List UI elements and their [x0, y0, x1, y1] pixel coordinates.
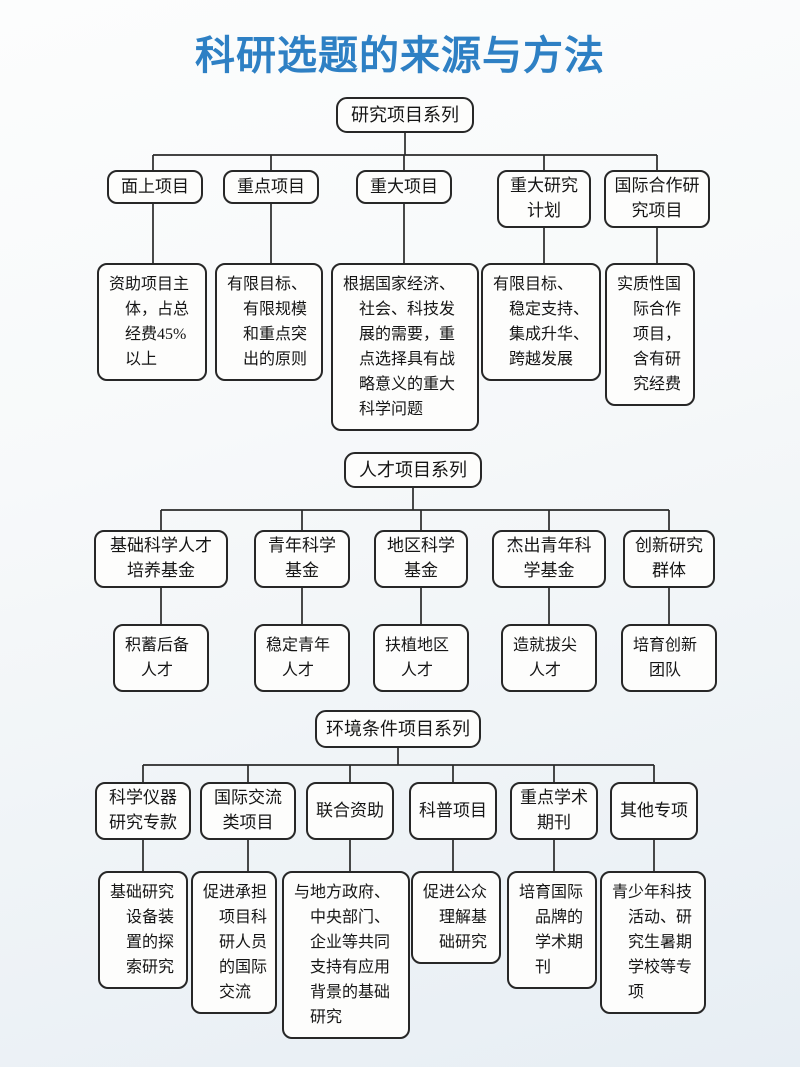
tree3-branch5-desc: 培育国际 品牌的 学术期 刊 [507, 871, 597, 989]
tree2-branch2-desc: 稳定青年 人才 [254, 624, 350, 692]
tree1-branch1-desc: 资助项目主 体，占总 经费45% 以上 [97, 263, 207, 381]
tree1-branch3-node: 重大项目 [356, 170, 452, 204]
tree2-root-node: 人才项目系列 [344, 452, 482, 488]
tree3-branch3-node: 联合资助 [306, 782, 394, 840]
tree2-branch4-desc: 造就拔尖 人才 [501, 624, 597, 692]
tree1-branch1-node: 面上项目 [107, 170, 203, 204]
tree3-branch4-desc: 促进公众 理解基 础研究 [411, 871, 501, 964]
tree3-branch2-desc: 促进承担 项目科 研人员 的国际 交流 [191, 871, 277, 1014]
tree3-branch2-node: 国际交流 类项目 [200, 782, 296, 840]
tree1-branch2-desc: 有限目标、 有限规模 和重点突 出的原则 [215, 263, 323, 381]
page-title: 科研选题的来源与方法 [195, 34, 605, 78]
tree1-branch2-node: 重点项目 [223, 170, 319, 204]
tree2-branch3-desc: 扶植地区 人才 [373, 624, 469, 692]
tree2-branch4-node: 杰出青年科 学基金 [492, 530, 606, 588]
tree3-branch4-node: 科普项目 [409, 782, 497, 840]
tree1-branch5-desc: 实质性国 际合作 项目， 含有研 究经费 [605, 263, 695, 406]
tree1-branch4-node: 重大研究 计划 [497, 170, 591, 228]
tree2-branch5-desc: 培育创新 团队 [621, 624, 717, 692]
tree2-desc-stems [160, 588, 670, 624]
tree1-drops [152, 155, 658, 170]
tree1-branch5-node: 国际合作研 究项目 [604, 170, 710, 228]
tree3-branch3-desc: 与地方政府、 中央部门、 企业等共同 支持有应用 背景的基础 研究 [282, 871, 410, 1039]
tree2-branch5-node: 创新研究 群体 [623, 530, 715, 588]
tree1-root-node: 研究项目系列 [336, 97, 474, 133]
tree3-branch1-node: 科学仪器 研究专款 [95, 782, 191, 840]
tree2-branch1-node: 基础科学人才 培养基金 [94, 530, 228, 588]
tree2-branch3-node: 地区科学 基金 [374, 530, 468, 588]
tree2-branch2-node: 青年科学 基金 [254, 530, 350, 588]
tree3-branch6-node: 其他专项 [610, 782, 698, 840]
tree2-branch1-desc: 积蓄后备 人才 [113, 624, 209, 692]
tree3-branch5-node: 重点学术 期刊 [510, 782, 598, 840]
tree3-desc-stems [142, 840, 655, 871]
tree1-branch4-desc: 有限目标、 稳定支持、 集成升华、 跨越发展 [481, 263, 601, 381]
tree2-drops [160, 510, 670, 530]
tree3-branch1-desc: 基础研究 设备装 置的探 索研究 [98, 871, 188, 989]
tree1-branch3-desc: 根据国家经济、 社会、科技发 展的需要，重 点选择具有战 略意义的重大 科学问题 [331, 263, 479, 431]
tree3-branch6-desc: 青少年科技 活动、研 究生暑期 学校等专 项 [600, 871, 706, 1014]
tree3-root-node: 环境条件项目系列 [315, 710, 481, 748]
tree3-drops [142, 765, 655, 782]
